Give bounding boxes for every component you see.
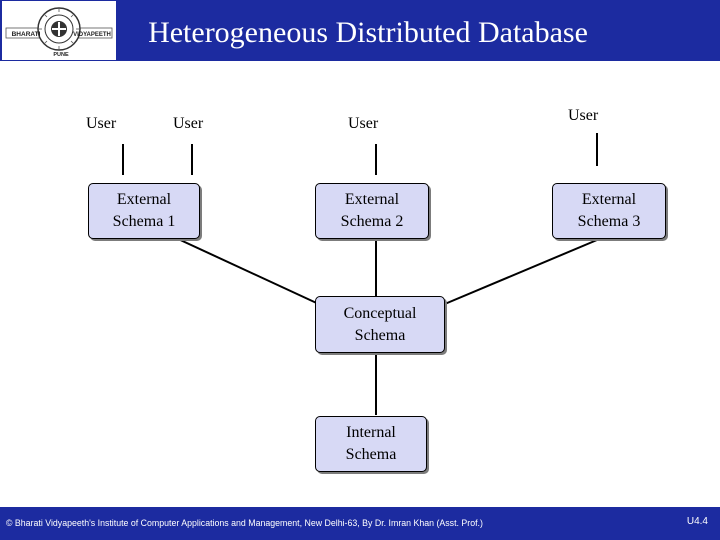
header-bar: BHARATI VIDYAPEETH PUNE Heterogeneous Di… — [0, 0, 720, 61]
logo-left-text: BHARATI — [12, 31, 41, 38]
external-schema-2-box: External Schema 2 — [315, 183, 429, 239]
logo-right-text: VIDYAPEETH — [73, 32, 111, 38]
conceptual-schema-line1: Conceptual — [343, 304, 417, 322]
logo-emblem-icon: BHARATI VIDYAPEETH PUNE — [5, 7, 113, 58]
logo-bottom-text: PUNE — [53, 52, 69, 58]
user-label-2: User — [173, 115, 204, 132]
external-schema-2-line1: External — [344, 191, 400, 208]
user-label-4: User — [568, 107, 599, 124]
conceptual-schema-box: Conceptual Schema — [315, 296, 445, 353]
user-label-3: User — [348, 115, 379, 132]
slide-number: U4.4 — [686, 516, 708, 527]
user-label-1: User — [86, 115, 117, 132]
ext3-conceptual-connector — [439, 239, 598, 307]
ext1-conceptual-connector — [175, 237, 324, 307]
institute-logo: BHARATI VIDYAPEETH PUNE — [2, 1, 116, 60]
external-schema-3-line2: Schema 3 — [577, 213, 641, 230]
footer-credit: © Bharati Vidyapeeth's Institute of Comp… — [6, 518, 483, 528]
internal-schema-box: Internal Schema — [315, 416, 427, 472]
conceptual-schema-line2: Schema — [354, 326, 406, 344]
external-schema-1-line1: External — [116, 191, 172, 208]
external-schema-3-line1: External — [581, 191, 637, 208]
external-schema-1-box: External Schema 1 — [88, 183, 200, 239]
internal-schema-line1: Internal — [346, 424, 396, 441]
external-schema-3-box: External Schema 3 — [552, 183, 666, 239]
external-schema-2-line2: Schema 2 — [340, 213, 404, 230]
slide-title: Heterogeneous Distributed Database — [148, 16, 588, 49]
internal-schema-line2: Schema — [345, 446, 397, 463]
external-schema-1-line2: Schema 1 — [112, 213, 176, 230]
footer-bar — [0, 507, 720, 540]
